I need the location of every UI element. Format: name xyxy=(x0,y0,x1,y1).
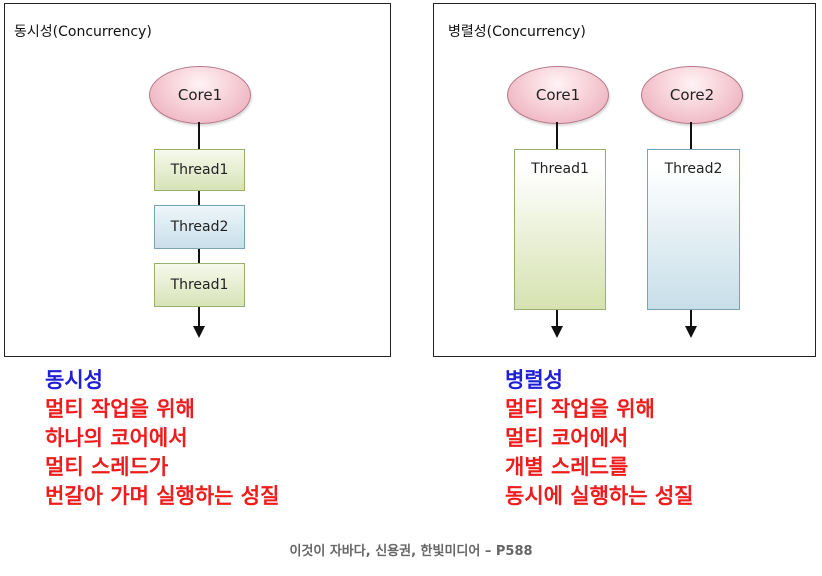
concurrency-panel: 동시성(Concurrency) Core1 Thread1 Thread2 T… xyxy=(4,3,391,357)
concurrency-line-3: 멀티 스레드가 xyxy=(45,455,169,479)
concurrency-line-2: 하나의 코어에서 xyxy=(45,426,188,450)
thread2-block: Thread2 xyxy=(154,205,245,249)
timeline-arrowhead xyxy=(193,326,205,338)
parallelism-line-2: 멀티 코어에서 xyxy=(505,426,629,450)
core2-node: Core2 xyxy=(641,66,743,124)
core1-node: Core1 xyxy=(149,66,251,124)
parallelism-line-1: 멀티 작업을 위해 xyxy=(505,397,655,421)
parallelism-line-3: 개별 스레드를 xyxy=(505,455,629,479)
concurrency-line-1: 멀티 작업을 위해 xyxy=(45,397,195,421)
concurrency-panel-title: 동시성(Concurrency) xyxy=(14,24,152,40)
concurrency-caption: 동시성 멀티 작업을 위해 하나의 코어에서 멀티 스레드가 번갈아 가며 실행… xyxy=(45,366,279,511)
parallelism-panel-title: 병렬성(Concurrency) xyxy=(448,24,586,40)
core2-timeline-arrowhead xyxy=(685,326,697,338)
parallelism-caption: 병렬성 멀티 작업을 위해 멀티 코어에서 개별 스레드를 동시에 실행하는 성… xyxy=(505,366,694,511)
thread1-block-first: Thread1 xyxy=(154,149,245,191)
thread1-block: Thread1 xyxy=(514,149,606,310)
parallelism-line-4: 동시에 실행하는 성질 xyxy=(505,484,694,508)
parallelism-heading: 병렬성 xyxy=(505,368,563,392)
parallelism-panel: 병렬성(Concurrency) Core1 Core2 Thread1 Thr… xyxy=(433,3,816,357)
thread1-block-second: Thread1 xyxy=(154,263,245,307)
core1-node: Core1 xyxy=(507,66,609,124)
thread2-block: Thread2 xyxy=(647,149,740,310)
concurrency-heading: 동시성 xyxy=(45,368,103,392)
source-citation: 이것이 자바다, 신용권, 한빛미디어 – P588 xyxy=(289,544,533,559)
concurrency-line-4: 번갈아 가며 실행하는 성질 xyxy=(45,484,280,508)
core1-timeline-arrowhead xyxy=(551,326,563,338)
